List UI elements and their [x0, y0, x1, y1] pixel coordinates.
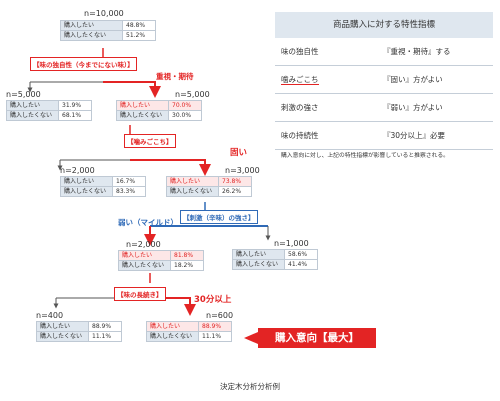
row-label: 購入したくない	[6, 110, 59, 121]
annotation-mild: 弱い（マイルド）	[118, 218, 178, 227]
annotation-firm: 固い	[230, 148, 248, 158]
row-value: 31.9%	[58, 100, 92, 111]
row-label: 購入したい	[6, 100, 59, 111]
row-value: 11.1%	[88, 331, 122, 342]
row-value: 70.0%	[168, 100, 202, 111]
panel-value: 『30分以上』必要	[377, 121, 493, 150]
panel-key: 味の独自性	[275, 38, 377, 66]
node-right-3-count: n=1,000	[274, 239, 309, 248]
row-value: 30.0%	[168, 110, 202, 121]
annotation-30min-plus: 30分以上	[194, 295, 232, 305]
row-value: 41.4%	[284, 259, 318, 270]
row-value: 18.2%	[170, 260, 204, 271]
node-right-2-count: n=3,000	[225, 166, 260, 175]
row-value: 68.1%	[58, 110, 92, 121]
row-label: 購入したくない	[118, 260, 171, 271]
panel-note: 購入意向に対し、上記の特性指標が影響していると推察される。	[281, 153, 449, 159]
row-label: 購入したくない	[116, 110, 169, 121]
row-value: 26.2%	[218, 186, 252, 197]
row-value: 58.6%	[284, 249, 318, 260]
row-label: 購入したい	[36, 321, 89, 332]
panel-row: 味の持続性『30分以上』必要	[275, 121, 493, 150]
row-label: 購入したい	[118, 250, 171, 261]
panel-row: 噛みごこち 『固い』方がよい	[275, 65, 493, 94]
row-value: 88.9%	[88, 321, 122, 332]
panel-value: 『重視・期待』する	[377, 38, 493, 66]
row-value: 51.2%	[122, 30, 156, 41]
node-left-2-count: n=2,000	[60, 166, 95, 175]
panel-value: 『弱い』方がよい	[377, 93, 493, 122]
split-label-chewiness: 【噛みごこち】	[124, 134, 176, 148]
result-label: 購入意向【最大】	[258, 328, 376, 348]
root-node-count: n=10,000	[84, 9, 124, 18]
node-left-4-count: n=400	[36, 311, 64, 320]
panel-row: 刺激の強さ『弱い』方がよい	[275, 93, 493, 122]
row-label: 購入したい	[60, 176, 113, 187]
node-right-4-count: n=600	[206, 311, 234, 320]
split-label-flavor-duration: 【味の長続き】	[114, 287, 166, 301]
row-label: 購入したくない	[36, 331, 89, 342]
row-label: 購入したい	[116, 100, 169, 111]
node-right-1-count: n=5,000	[175, 90, 210, 99]
panel-table: 味の独自性『重視・期待』する 噛みごこち 『固い』方がよい 刺激の強さ『弱い』方が…	[275, 38, 493, 150]
row-value: 11.1%	[198, 331, 232, 342]
row-label: 購入したくない	[166, 186, 219, 197]
row-label: 購入したい	[146, 321, 199, 332]
panel-row: 味の独自性『重視・期待』する	[275, 38, 493, 66]
panel-title: 商品購入に対する特性指標	[275, 12, 493, 38]
row-value: 16.7%	[112, 176, 146, 187]
panel-key: 刺激の強さ	[275, 93, 377, 122]
row-value: 73.8%	[218, 176, 252, 187]
row-label: 購入したい	[166, 176, 219, 187]
split-label-taste-uniqueness: 【味の独自性（今までにない味）】	[30, 57, 137, 71]
row-label: 購入したい	[232, 249, 285, 260]
row-label: 購入したくない	[60, 30, 123, 41]
row-label: 購入したくない	[232, 259, 285, 270]
node-left-3-count: n=2,000	[126, 240, 161, 249]
split-label-spiciness: 【刺激（辛味）の強さ】	[180, 210, 258, 224]
figure-caption: 決定木分析分析例	[220, 382, 280, 391]
row-value: 88.9%	[198, 321, 232, 332]
row-label: 購入したくない	[60, 186, 113, 197]
panel-key: 味の持続性	[275, 121, 377, 150]
result-arrow	[244, 332, 258, 344]
row-label: 購入したくない	[146, 331, 199, 342]
panel-value: 『固い』方がよい	[377, 65, 493, 94]
indicator-panel: 商品購入に対する特性指標 味の独自性『重視・期待』する 噛みごこち 『固い』方がよ…	[275, 12, 493, 150]
row-value: 48.8%	[122, 20, 156, 31]
annotation-importance: 重視・期待	[156, 72, 194, 81]
node-left-1-count: n=5,000	[6, 90, 41, 99]
row-value: 81.8%	[170, 250, 204, 261]
row-value: 83.3%	[112, 186, 146, 197]
row-label: 購入したい	[60, 20, 123, 31]
panel-key: 噛みごこち	[281, 75, 319, 85]
